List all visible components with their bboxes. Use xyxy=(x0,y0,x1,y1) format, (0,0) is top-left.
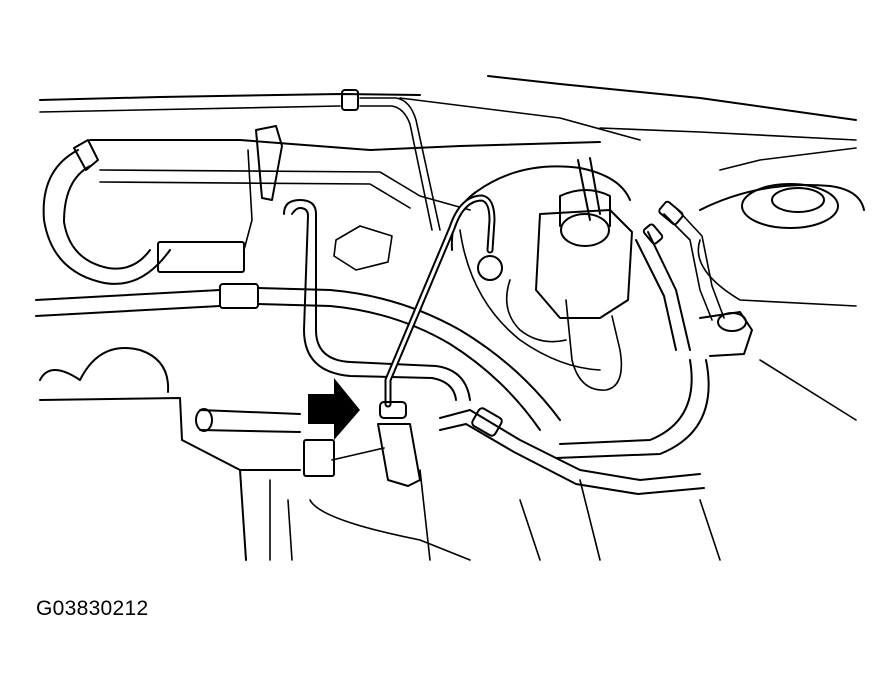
body-outline xyxy=(39,75,857,141)
vacuum-hose xyxy=(379,194,503,419)
brake-lines xyxy=(439,200,753,495)
hose-clamp xyxy=(243,125,283,251)
j-hose xyxy=(283,199,471,401)
figure-code: G03830212 xyxy=(36,597,149,620)
relay-box xyxy=(157,241,245,273)
line-clip xyxy=(341,89,441,231)
horizontal-pipe xyxy=(35,283,561,431)
firewall-outline xyxy=(89,139,601,271)
master-cylinder xyxy=(505,157,633,391)
pcv-valve xyxy=(331,423,421,487)
engine-bay-illustration xyxy=(35,75,865,561)
strut-tower xyxy=(697,147,865,421)
arrow-pointer-icon xyxy=(308,378,360,440)
lower-engine xyxy=(39,347,721,561)
left-hose xyxy=(42,139,171,285)
